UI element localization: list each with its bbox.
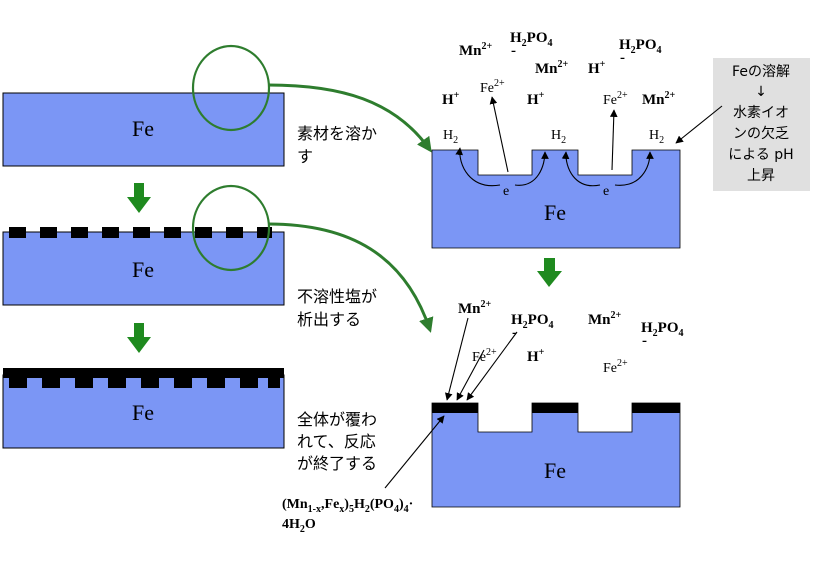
precipitate-layers (432, 403, 680, 413)
fe-label-step2: Fe (132, 257, 154, 282)
fe-label-step1: Fe (132, 116, 154, 141)
ion-fe-bottom-2: Fe2+ (603, 358, 628, 376)
ion-h2po4-top-1-minus: - (511, 43, 516, 59)
product-formula-line1: (Mn1-x,Fex)5H2(PO4)4· (282, 497, 413, 515)
caption-step1: 素材を溶か す (297, 124, 377, 166)
svg-text:析出する: 析出する (297, 310, 361, 329)
coating-layer (3, 368, 284, 378)
ion-h2po4-top-2: H2PO4 (619, 37, 662, 56)
svg-text:水素イオ: 水素イオ (733, 105, 789, 121)
svg-text:す: す (297, 147, 313, 166)
svg-text:による pH: による pH (728, 147, 793, 163)
product-formula-line2: 4H2O (282, 517, 316, 535)
ion-h-top-3: H+ (527, 90, 545, 108)
electron-flow-arrows (455, 96, 654, 187)
svg-text:ンの欠乏: ンの欠乏 (733, 126, 789, 142)
h2-label-2: H2 (551, 128, 566, 146)
fe-block-dissolution (431, 149, 681, 249)
ion-mn-top-3: Mn2+ (642, 90, 676, 108)
deposition-arrows (384, 317, 518, 489)
zoom-arrow-1 (267, 83, 432, 153)
h2-label-3: H2 (649, 128, 664, 146)
ion-fe-bottom-1: Fe2+ (472, 347, 497, 365)
zoom-arrow-2 (267, 222, 434, 333)
fe-label-step3: Fe (132, 400, 154, 425)
svg-text:Feの溶解: Feの溶解 (732, 64, 790, 80)
fe-label-dissolution: Fe (544, 200, 566, 225)
ion-h2po4-top-2-minus: - (620, 50, 625, 66)
svg-text:全体が覆わ: 全体が覆わ (297, 410, 377, 429)
fe-label-precipitation: Fe (544, 458, 566, 483)
step-arrow-2 (127, 323, 151, 353)
ion-mn-bottom-2: Mn2+ (588, 310, 622, 328)
ion-h2po4-bottom-1-minus: - (512, 325, 517, 341)
svg-text:↓: ↓ (755, 84, 767, 100)
ion-h2po4-bottom-1: H2PO4 (511, 312, 554, 331)
svg-text:が終了する: が終了する (297, 454, 377, 473)
ion-fe-top-1: Fe2+ (480, 78, 505, 96)
ion-h-top-1: H+ (588, 59, 606, 77)
ion-h-bottom-1: H+ (527, 347, 545, 365)
electron-2: e (603, 184, 609, 199)
ion-h2po4-bottom-2: H2PO4 (641, 320, 684, 339)
ion-mn-top-1: Mn2+ (459, 41, 493, 59)
step-arrow-3 (537, 258, 562, 287)
svg-text:上昇: 上昇 (747, 168, 775, 184)
fe-block-precipitation (431, 402, 681, 508)
coating-teeth (9, 376, 280, 388)
svg-text:素材を溶か: 素材を溶か (297, 124, 377, 143)
note-pointer-arrow (675, 105, 723, 144)
ion-mn-bottom-1: Mn2+ (458, 299, 492, 317)
ion-h-top-2: H+ (442, 90, 460, 108)
ion-h2po4-top-1: H2PO4 (510, 30, 553, 49)
ion-mn-top-2: Mn2+ (535, 59, 569, 77)
ion-fe-top-2: Fe2+ (603, 90, 628, 108)
h2-label-1: H2 (443, 128, 458, 146)
electron-1: e (503, 184, 509, 199)
note-box (713, 58, 810, 191)
zoom-circle-2 (191, 184, 271, 272)
note-box-text: Feの溶解 ↓ 水素イオ ンの欠乏 による pH 上昇 (728, 64, 793, 184)
precipitate-spots (9, 227, 272, 238)
ion-h2po4-bottom-2-minus: - (642, 333, 647, 349)
caption-step2: 不溶性塩が 析出する (297, 287, 377, 329)
caption-step3: 全体が覆わ れて、反応 が終了する (297, 410, 377, 473)
svg-text:れて、反応: れて、反応 (297, 432, 376, 451)
step-arrow-1 (127, 183, 151, 213)
svg-text:不溶性塩が: 不溶性塩が (297, 287, 377, 306)
zoom-circle-1 (191, 44, 271, 132)
